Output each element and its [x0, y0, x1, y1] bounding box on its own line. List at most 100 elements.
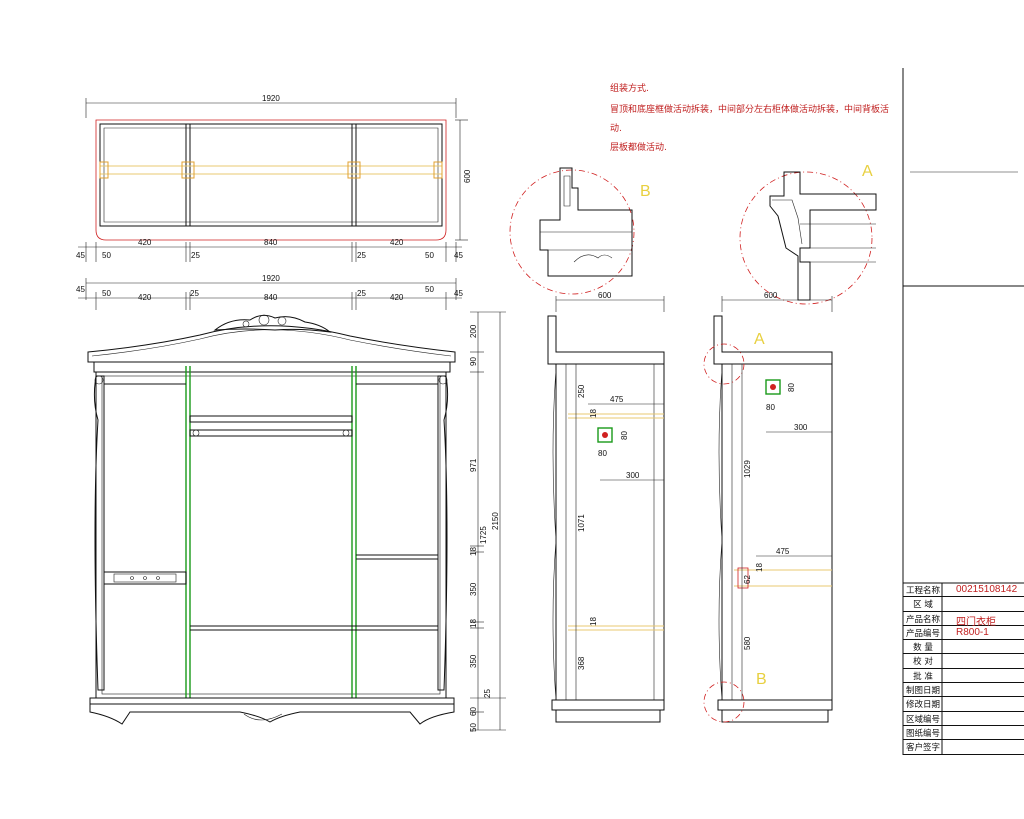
- title-block-rows: 工程名称 00215108142 区 域产品名称 四门衣柜产品编号 R800-1 数 量校…: [903, 583, 1024, 755]
- title-block-row: 区域编号: [903, 712, 1024, 726]
- front-height-60: 60: [469, 707, 478, 716]
- title-block-row: 修改日期: [903, 697, 1024, 712]
- title-block-key: 图纸编号: [905, 728, 940, 739]
- front-height-200: 200: [469, 324, 478, 338]
- detail-b: B: [509, 167, 651, 295]
- front-seg-6: 25: [357, 289, 366, 298]
- front-height-971: 971: [469, 458, 478, 472]
- side-left-368: 368: [577, 656, 586, 670]
- title-block-row: 产品名称 四门衣柜: [903, 612, 1024, 628]
- side-left-1071: 1071: [577, 514, 586, 532]
- front-mid-height: 1725: [479, 526, 488, 544]
- side-left-rail: 475: [610, 395, 624, 404]
- top-depth-dim: 600: [463, 169, 472, 183]
- top-seg-3: 420: [138, 238, 152, 247]
- top-seg-5: 840: [264, 238, 278, 247]
- title-block-key: 数 量: [913, 643, 933, 654]
- front-height-90: 90: [469, 357, 478, 366]
- top-overall-dim: 1920: [262, 94, 280, 103]
- notes-title: 组装方式.: [610, 82, 649, 94]
- front-right-dims: 200 90 971 18 350 18 350 25 60 50 2150 1…: [469, 311, 506, 732]
- title-block: 工程名称 00215108142 区 域产品名称 四门衣柜产品编号 R800-1 数 量校…: [903, 583, 1024, 755]
- front-height-18b: 18: [469, 619, 478, 628]
- title-block-value: 00215108142: [956, 584, 1018, 595]
- front-height-350a: 350: [469, 582, 478, 596]
- title-block-row: 校 对: [903, 654, 1024, 669]
- notes-line-2: 动.: [610, 123, 622, 134]
- front-top-dims: 1920 45 50 420 25 840 25 420 50 45: [76, 274, 463, 310]
- title-block-frame: [902, 68, 1024, 755]
- side-view-left: 600 475 80 80 300 250 18 1071 18 368: [547, 291, 665, 723]
- title-block-row: 工程名称 00215108142: [903, 583, 1024, 598]
- title-block-row: 批 准: [903, 669, 1024, 684]
- side-left-18b: 18: [589, 617, 598, 626]
- front-seg-4: 25: [190, 289, 199, 298]
- top-seg-2: 50: [102, 251, 111, 260]
- title-block-key: 区域编号: [905, 714, 940, 725]
- assembly-notes: 组装方式. 冒顶和底座框做活动拆装，中间部分左右柜体做活动拆装，中间背板活 动.…: [610, 82, 889, 153]
- side-right-hole-h: 80: [787, 383, 796, 392]
- top-seg-6: 25: [357, 251, 366, 260]
- side-left-hole-h: 80: [620, 431, 629, 440]
- notes-line-1: 冒顶和底座框做活动拆装，中间部分左右柜体做活动拆装，中间背板活: [610, 103, 889, 115]
- side-right-1029: 1029: [743, 460, 752, 478]
- side-right-62: 62: [743, 575, 752, 584]
- title-block-key: 区 域: [913, 600, 933, 611]
- detail-a: A: [739, 163, 877, 305]
- side-left-18a: 18: [589, 409, 598, 418]
- top-view: 1920 600 45: [76, 94, 472, 262]
- side-right-580: 580: [743, 636, 752, 650]
- title-block-row: 图纸编号: [903, 726, 1024, 741]
- front-seg-2: 50: [102, 289, 111, 298]
- front-seg-3: 420: [138, 293, 152, 302]
- top-seg-4: 25: [191, 251, 200, 260]
- title-block-row: 客户签字: [903, 740, 1024, 755]
- side-left-250: 250: [577, 384, 586, 398]
- side-right-depth: 600: [764, 291, 778, 300]
- front-seg-9: 45: [454, 289, 463, 298]
- front-seg-5: 840: [264, 293, 278, 302]
- front-height-350b: 350: [469, 654, 478, 668]
- notes-line-3: 层板都做活动.: [610, 141, 667, 153]
- side-left-depth: 600: [598, 291, 612, 300]
- title-block-key: 产品编号: [905, 628, 940, 639]
- front-height-50: 50: [469, 723, 478, 732]
- title-block-key: 制图日期: [905, 686, 940, 697]
- side-detail-a-label: A: [754, 331, 765, 348]
- title-block-key: 工程名称: [905, 586, 940, 596]
- detail-b-label: B: [640, 183, 651, 200]
- top-seg-9: 45: [454, 251, 463, 260]
- title-block-value: R800-1: [956, 626, 989, 638]
- front-height-25: 25: [483, 689, 492, 698]
- top-seg-7: 420: [390, 238, 404, 247]
- top-seg-8: 50: [425, 251, 434, 260]
- side-right-18: 18: [755, 563, 764, 572]
- top-seg-1: 45: [76, 251, 85, 260]
- front-overall-height: 2150: [491, 512, 500, 530]
- front-view: [87, 314, 456, 725]
- side-right-hole-w: 80: [766, 403, 775, 412]
- title-block-key: 产品名称: [905, 614, 940, 625]
- title-block-row: 制图日期: [903, 683, 1024, 698]
- front-seg-7: 420: [390, 293, 404, 302]
- side-left-hole-w: 80: [598, 449, 607, 458]
- title-block-key: 批 准: [913, 671, 933, 682]
- title-block-row: 数 量: [903, 640, 1024, 655]
- front-seg-8: 50: [425, 285, 434, 294]
- front-seg-1: 45: [76, 285, 85, 294]
- side-right-rail: 475: [776, 547, 790, 556]
- side-detail-b-label: B: [756, 671, 767, 688]
- title-block-key: 客户签字: [905, 743, 940, 754]
- front-overall-dim: 1920: [262, 274, 280, 283]
- title-block-key: 校 对: [913, 657, 933, 668]
- title-block-key: 修改日期: [905, 700, 940, 711]
- side-left-offset: 300: [626, 471, 640, 480]
- side-view-right: 600 A B 80 80 300 475 1029 18 62 580: [703, 291, 833, 723]
- detail-a-label: A: [862, 163, 873, 180]
- title-block-value: 四门衣柜: [956, 616, 996, 628]
- title-block-row: 产品编号 R800-1: [903, 626, 1024, 641]
- title-block-row: 区 域: [903, 597, 1024, 612]
- front-height-18a: 18: [469, 547, 478, 556]
- side-right-offset: 300: [794, 423, 808, 432]
